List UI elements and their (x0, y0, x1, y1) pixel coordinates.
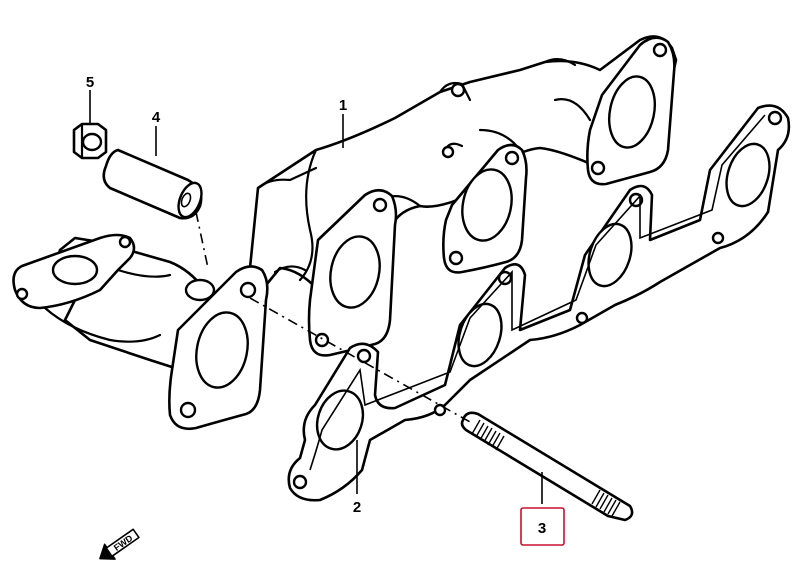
stud-thread-upper (471, 419, 505, 451)
assembly-line-stud (249, 297, 471, 423)
callout-spacer: 4 (152, 109, 161, 126)
stud-bolt (460, 411, 634, 522)
callout-stud: 3 (538, 520, 546, 537)
spacer-sleeve (102, 148, 203, 220)
stud-thread-lower (591, 489, 621, 517)
callout-gasket: 2 (353, 499, 361, 516)
forward-arrow-icon: FWD (99, 528, 140, 560)
callout-highlight-box (520, 507, 565, 546)
assembly-line-spacer (195, 211, 209, 269)
manifold-gasket (287, 104, 791, 502)
exhaust-manifold (12, 35, 678, 430)
callout-nut: 5 (86, 74, 94, 91)
callout-manifold: 1 (339, 97, 347, 114)
flange-nut (72, 122, 108, 160)
